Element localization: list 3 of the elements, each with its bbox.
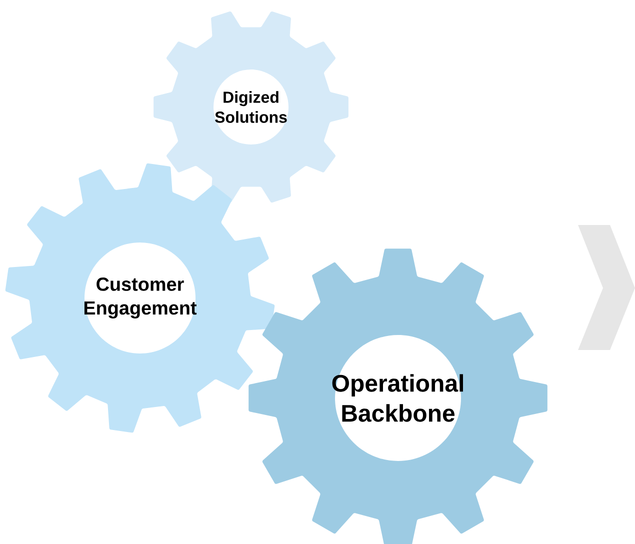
- gear: Operational Backbone: [248, 248, 548, 544]
- gear: Digized Solutions: [154, 11, 348, 203]
- gear: Customer Engagement: [5, 163, 275, 433]
